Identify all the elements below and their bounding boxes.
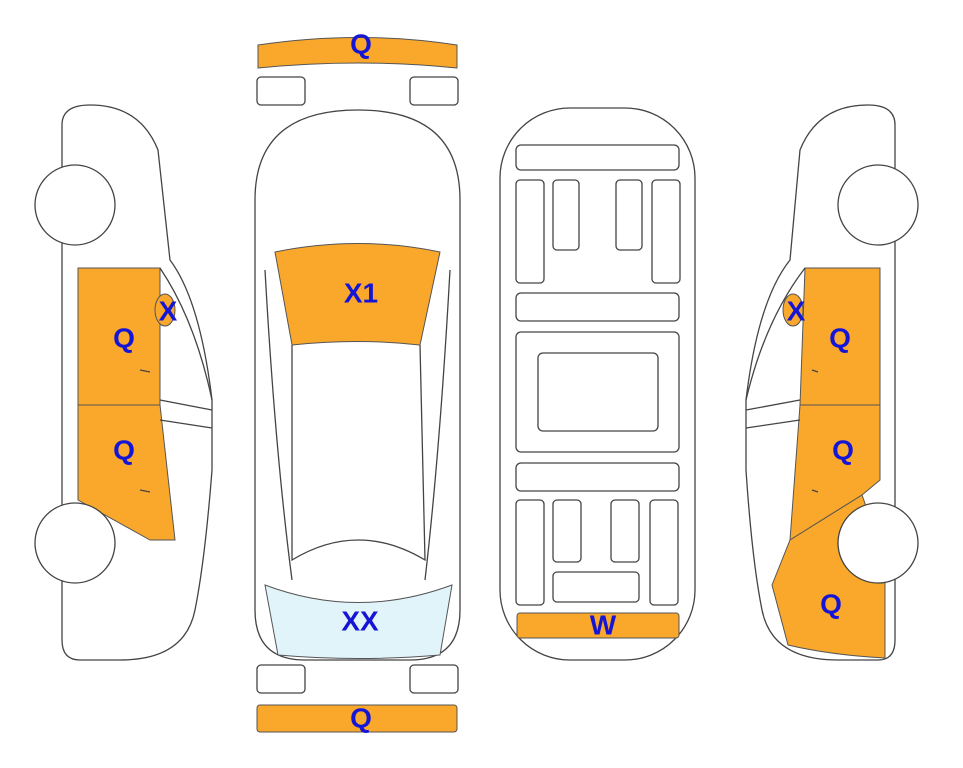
front-bumper-part[interactable] — [257, 37, 458, 69]
label-left-rear-door: Q — [113, 434, 135, 465]
label-right-front-door: Q — [829, 322, 851, 353]
label-right-rear-door: Q — [832, 434, 854, 465]
label-right-mirror: X — [787, 295, 806, 326]
label-left-front-door: Q — [113, 322, 135, 353]
right-rear-door-panel[interactable] — [789, 404, 881, 541]
label-front-bumper: Q — [350, 28, 372, 59]
windshield-part[interactable] — [274, 243, 441, 346]
top-view: Q X1 XX Q — [254, 28, 461, 733]
underbody-view: W — [499, 107, 696, 661]
label-underbody-rear: W — [590, 609, 617, 640]
right-front-wheel — [837, 164, 919, 246]
left-mirror-part[interactable] — [154, 293, 176, 327]
rear-bumper-part[interactable] — [256, 704, 458, 733]
left-rear-door-panel[interactable] — [77, 404, 176, 541]
label-rear-bumper: Q — [350, 702, 372, 733]
label-windshield: X1 — [344, 277, 378, 308]
right-mirror-part[interactable] — [782, 293, 804, 327]
label-right-rear-quarter: Q — [820, 588, 842, 619]
label-rear-window: XX — [341, 605, 379, 636]
rear-window-part[interactable] — [264, 584, 453, 659]
left-rear-wheel — [34, 502, 116, 584]
underbody-rear-part[interactable] — [516, 612, 680, 639]
left-front-wheel — [34, 164, 116, 246]
right-side-view: X Q Q Q — [745, 104, 919, 661]
left-side-view: Q Q X — [34, 104, 213, 661]
label-left-mirror: X — [159, 295, 178, 326]
right-rear-wheel — [837, 502, 919, 584]
